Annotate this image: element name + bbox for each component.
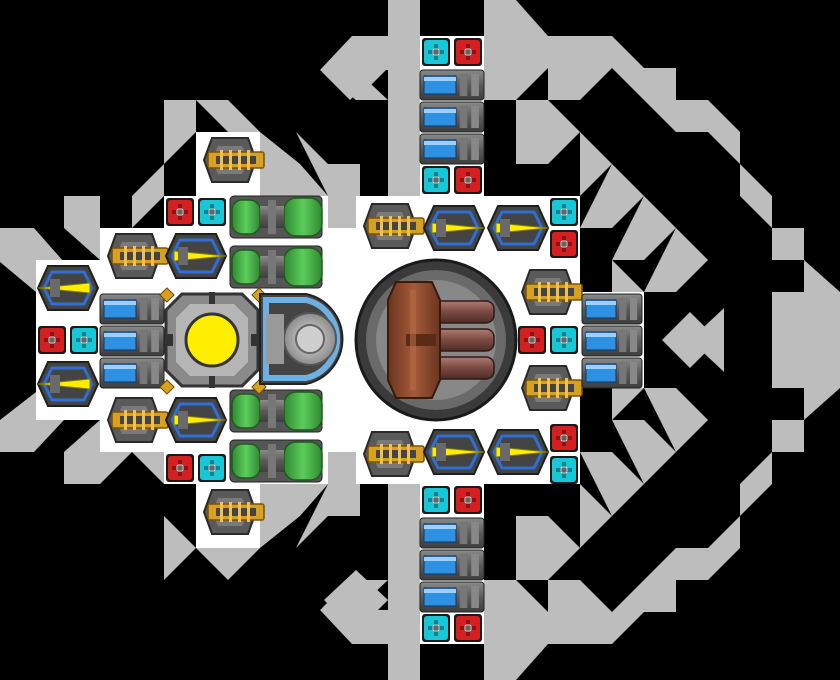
cockpit-dome-icon[interactable] bbox=[259, 293, 344, 385]
hull-plate bbox=[612, 196, 676, 260]
battery-cell-icon[interactable] bbox=[581, 325, 643, 357]
battery-cell-icon[interactable] bbox=[581, 293, 643, 325]
shield-node-icon[interactable] bbox=[198, 198, 226, 226]
power-node-icon[interactable] bbox=[550, 230, 578, 258]
hull-plate bbox=[260, 484, 328, 548]
hull-plate bbox=[260, 132, 328, 196]
railgun-turret-icon[interactable] bbox=[362, 203, 425, 249]
fuel-tank-icon[interactable] bbox=[229, 439, 323, 483]
shield-node-icon[interactable] bbox=[422, 38, 450, 66]
hull-plate bbox=[612, 68, 708, 132]
hull-plate bbox=[484, 580, 580, 680]
power-node-icon[interactable] bbox=[38, 326, 66, 354]
hull-plate bbox=[708, 516, 740, 580]
railgun-turret-icon[interactable] bbox=[106, 397, 169, 443]
hull-plate bbox=[164, 516, 196, 580]
railgun-turret-icon[interactable] bbox=[520, 269, 583, 315]
laser-turret-icon[interactable] bbox=[164, 233, 228, 279]
laser-turret-icon[interactable] bbox=[36, 265, 100, 311]
hull-plate bbox=[772, 260, 840, 420]
hull-plate bbox=[484, 0, 580, 100]
battery-cell-icon[interactable] bbox=[99, 357, 165, 389]
railgun-turret-icon[interactable] bbox=[202, 489, 265, 535]
hull-plate bbox=[644, 388, 708, 452]
hull-plate bbox=[0, 392, 64, 452]
hull-diamond bbox=[322, 580, 378, 636]
power-node-icon[interactable] bbox=[454, 486, 482, 514]
fuel-tank-icon[interactable] bbox=[229, 389, 323, 433]
laser-turret-icon[interactable] bbox=[422, 429, 486, 475]
hull-plate bbox=[708, 100, 740, 164]
shield-node-icon[interactable] bbox=[422, 486, 450, 514]
hull-plate bbox=[388, 484, 420, 680]
hull-plate bbox=[296, 132, 360, 196]
shield-node-icon[interactable] bbox=[198, 454, 226, 482]
laser-turret-icon[interactable] bbox=[486, 205, 550, 251]
fuel-tank-icon[interactable] bbox=[229, 245, 323, 289]
railgun-turret-icon[interactable] bbox=[202, 137, 265, 183]
laser-turret-icon[interactable] bbox=[486, 429, 550, 475]
hull-plate bbox=[0, 228, 64, 292]
hull-plate bbox=[612, 420, 676, 484]
hull-plate bbox=[516, 516, 580, 580]
battery-cell-icon[interactable] bbox=[99, 325, 165, 357]
hull-plate bbox=[580, 164, 644, 228]
shield-node-icon[interactable] bbox=[70, 326, 98, 354]
hull-plate bbox=[516, 100, 580, 164]
laser-turret-icon[interactable] bbox=[36, 361, 100, 407]
hull-plate bbox=[772, 420, 804, 452]
power-node-icon[interactable] bbox=[454, 166, 482, 194]
laser-turret-icon[interactable] bbox=[164, 397, 228, 443]
hull-plate bbox=[772, 228, 804, 260]
hull-plate bbox=[64, 164, 164, 260]
battery-cell-icon[interactable] bbox=[99, 293, 165, 325]
hull-diamond bbox=[322, 44, 378, 100]
hull-plate bbox=[580, 132, 612, 196]
reactor-core-icon[interactable] bbox=[159, 287, 267, 395]
hull-plate bbox=[740, 164, 772, 228]
shield-node-icon[interactable] bbox=[550, 198, 578, 226]
hull-plate bbox=[580, 484, 612, 548]
hull-plate bbox=[164, 100, 196, 164]
power-node-icon[interactable] bbox=[166, 198, 194, 226]
modules[interactable] bbox=[36, 38, 643, 642]
hull-plate bbox=[740, 452, 772, 516]
railgun-turret-icon[interactable] bbox=[362, 431, 425, 477]
battery-cell-icon[interactable] bbox=[419, 133, 485, 165]
hull-plate bbox=[324, 452, 360, 484]
hull-plate bbox=[324, 196, 360, 228]
power-node-icon[interactable] bbox=[518, 326, 546, 354]
hull-plate bbox=[644, 228, 708, 292]
battery-cell-icon[interactable] bbox=[419, 581, 485, 613]
shield-node-icon[interactable] bbox=[550, 326, 578, 354]
hull-plate bbox=[612, 548, 708, 612]
battery-cell-icon[interactable] bbox=[419, 101, 485, 133]
hull-plate bbox=[548, 36, 644, 100]
shield-node-icon[interactable] bbox=[422, 166, 450, 194]
railgun-turret-icon[interactable] bbox=[106, 233, 169, 279]
shield-node-icon[interactable] bbox=[422, 614, 450, 642]
hull-plate bbox=[296, 484, 360, 548]
power-node-icon[interactable] bbox=[454, 38, 482, 66]
hull-plate bbox=[580, 452, 644, 516]
main-cannon-icon[interactable] bbox=[354, 258, 518, 422]
hull-plate bbox=[548, 580, 644, 644]
battery-cell-icon[interactable] bbox=[419, 69, 485, 101]
railgun-turret-icon[interactable] bbox=[520, 365, 583, 411]
hull-diamond bbox=[662, 312, 718, 368]
battery-cell-icon[interactable] bbox=[419, 549, 485, 581]
fuel-tank-icon[interactable] bbox=[229, 195, 323, 239]
laser-turret-icon[interactable] bbox=[422, 205, 486, 251]
battery-cell-icon[interactable] bbox=[581, 357, 643, 389]
shield-node-icon[interactable] bbox=[550, 456, 578, 484]
power-node-icon[interactable] bbox=[454, 614, 482, 642]
power-node-icon[interactable] bbox=[166, 454, 194, 482]
battery-cell-icon[interactable] bbox=[419, 517, 485, 549]
hull-plate bbox=[388, 0, 420, 196]
power-node-icon[interactable] bbox=[550, 424, 578, 452]
